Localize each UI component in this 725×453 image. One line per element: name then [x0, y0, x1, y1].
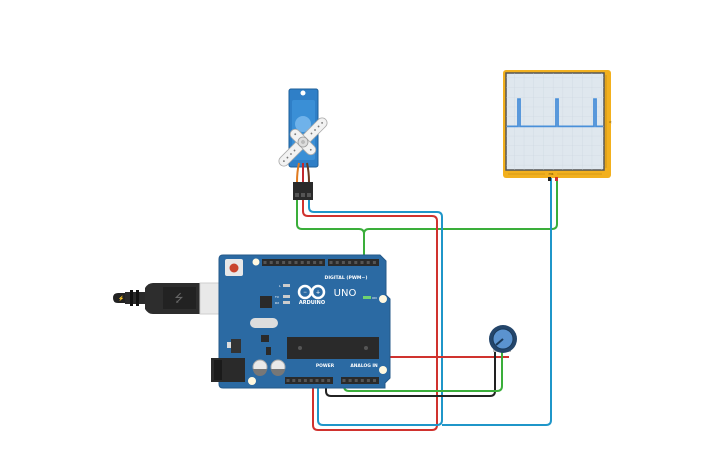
digital-pin[interactable]: [288, 261, 292, 264]
digital-header-right[interactable]: [328, 259, 379, 266]
analog-pin[interactable]: [348, 379, 352, 382]
digital-pin[interactable]: [360, 261, 364, 264]
scope-y-label: V: [608, 121, 612, 124]
led-tx-label: TX: [274, 295, 279, 299]
digital-pin[interactable]: [263, 261, 267, 264]
servo-connector: [293, 182, 313, 200]
scope-x-label: ms: [549, 172, 554, 176]
oscilloscope[interactable]: ms V: [503, 70, 612, 181]
power-pin[interactable]: [309, 379, 313, 382]
digital-pin[interactable]: [269, 261, 273, 264]
digital-pin[interactable]: [282, 261, 286, 264]
digital-pin[interactable]: [341, 261, 345, 264]
digital-pin[interactable]: [348, 261, 352, 264]
digital-pin[interactable]: [329, 261, 333, 264]
power-pin[interactable]: [303, 379, 307, 382]
servo-lead-signal: [296, 162, 300, 183]
led-l-label: L: [279, 284, 281, 288]
regulator: [231, 339, 241, 353]
digital-pin[interactable]: [372, 261, 376, 264]
power-pin[interactable]: [292, 379, 296, 382]
servo-mount-hole: [300, 90, 306, 96]
wire-blue-scope-ground[interactable]: [442, 178, 552, 426]
scope-x-label-bg: [545, 171, 557, 175]
led-l: [283, 284, 290, 287]
small-chip: [261, 335, 269, 342]
digital-pin[interactable]: [354, 261, 358, 264]
analog-pin[interactable]: [366, 379, 370, 382]
analog-pin[interactable]: [360, 379, 364, 382]
digital-pin[interactable]: [300, 261, 304, 264]
wire-green-servo-signal[interactable]: [296, 200, 365, 262]
analog-pin[interactable]: [354, 379, 358, 382]
power-pin[interactable]: [298, 379, 302, 382]
power-label: POWER: [316, 363, 335, 369]
scope-pin-positive[interactable]: [555, 177, 558, 181]
mount-hole: [379, 366, 387, 374]
wire-blue-servo-ground[interactable]: [308, 200, 443, 426]
wire-red-servo-power[interactable]: [302, 200, 438, 431]
crystal: [250, 318, 278, 328]
led-rx-label: RX: [275, 301, 279, 305]
power-pin[interactable]: [327, 379, 331, 382]
arduino-uno[interactable]: DIGITAL (PWM~) L TX RX − + ARDUINO UNO O…: [211, 254, 391, 389]
digital-pin[interactable]: [335, 261, 339, 264]
digital-pin[interactable]: [319, 261, 323, 264]
brand-label: ARDUINO: [299, 300, 325, 306]
led-tx: [283, 295, 290, 298]
mount-hole: [251, 257, 261, 267]
digital-pin[interactable]: [306, 261, 310, 264]
mount-hole: [379, 295, 387, 303]
power-pin[interactable]: [286, 379, 290, 382]
digital-pin[interactable]: [366, 261, 370, 264]
analog-pin[interactable]: [373, 379, 376, 382]
scope-pin-negative[interactable]: [548, 177, 551, 181]
wire-green-to-scope[interactable]: [363, 178, 558, 235]
analog-header[interactable]: [341, 377, 379, 384]
scope-grid: [506, 73, 604, 170]
servo[interactable]: [269, 88, 337, 200]
scope-trace: [507, 98, 603, 128]
digital-pin[interactable]: [313, 261, 317, 264]
digital-header-left[interactable]: [262, 259, 325, 266]
svg-text:+: +: [316, 290, 320, 297]
servo-gear-housing: [295, 116, 311, 132]
digital-pin[interactable]: [294, 261, 298, 264]
analog-label: ANALOG IN: [350, 363, 378, 369]
wire-black-pot-ground[interactable]: [325, 352, 496, 397]
servo-horn[interactable]: [269, 108, 337, 176]
analog-pin[interactable]: [342, 379, 346, 382]
usb-cable-tail: [113, 293, 125, 303]
digital-label: DIGITAL (PWM~): [325, 275, 368, 281]
usb-power-icon: ⚡: [118, 295, 124, 302]
power-pin[interactable]: [321, 379, 325, 382]
servo-lead-ground: [306, 162, 310, 183]
usb-symbol-icon: ⭍: [174, 292, 183, 305]
model-label: UNO: [334, 288, 357, 299]
on-label: ON: [372, 296, 377, 300]
potentiometer[interactable]: [489, 325, 517, 353]
on-led: [363, 296, 371, 299]
led-rx: [283, 301, 290, 304]
digital-pin[interactable]: [275, 261, 279, 264]
power-pin[interactable]: [315, 379, 319, 382]
power-header[interactable]: [285, 377, 333, 384]
arduino-logo-icon: − +: [297, 284, 326, 300]
usb-chip: [260, 296, 272, 308]
usb-plug-face: [163, 287, 196, 309]
mount-hole: [248, 377, 256, 385]
atmega-chip: [287, 337, 379, 359]
svg-text:−: −: [303, 290, 307, 296]
pot-indicator: [495, 338, 504, 346]
